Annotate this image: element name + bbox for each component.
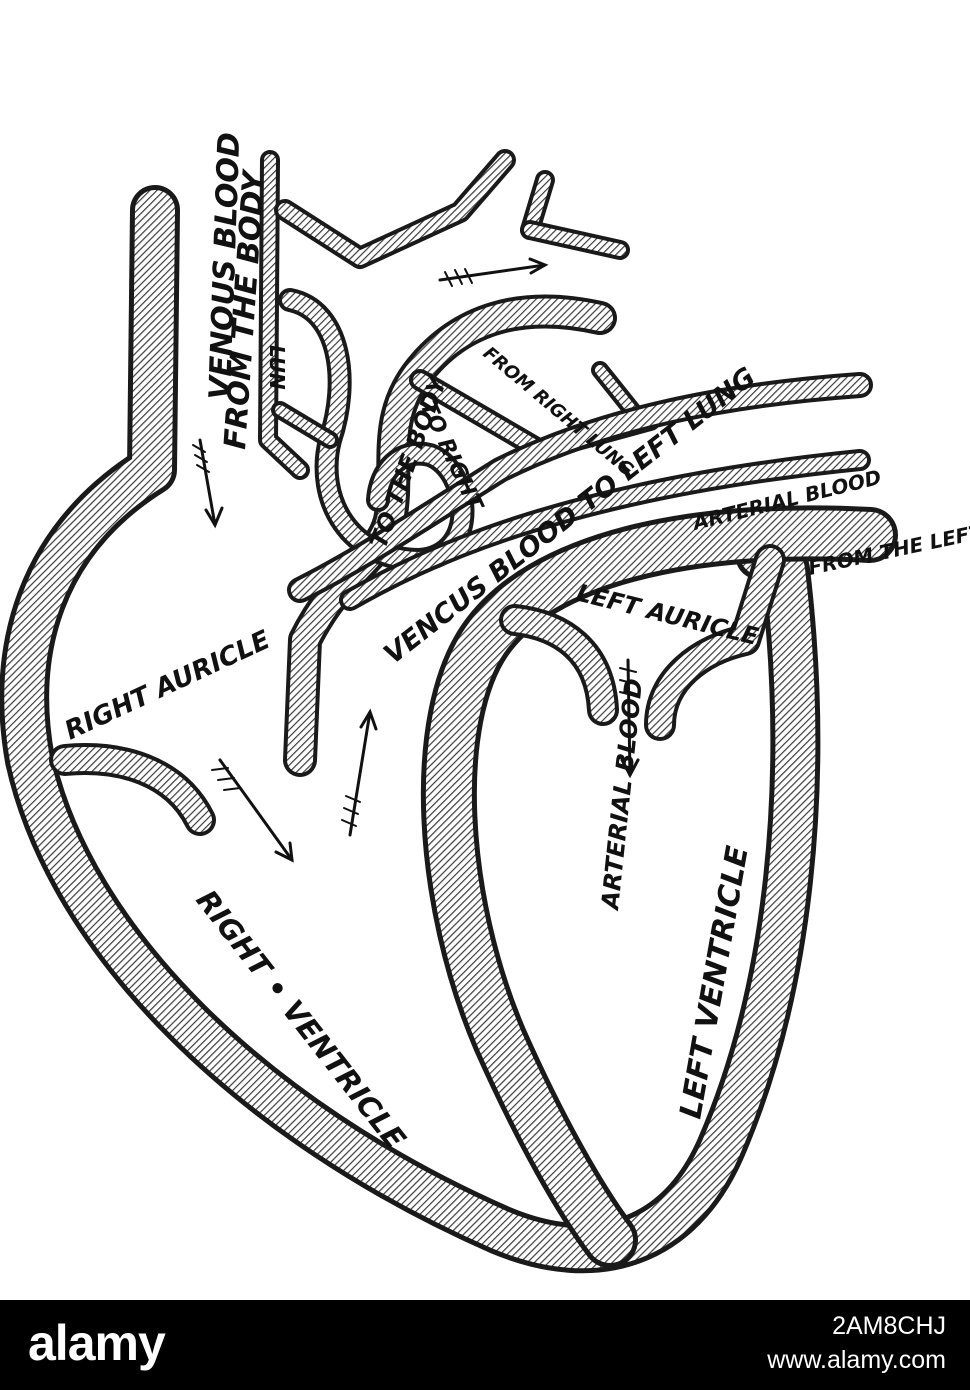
arrow-right-auricle [212, 760, 292, 860]
arrow-aorta-top [440, 259, 545, 286]
label-lung-fragment: LUN [265, 345, 289, 390]
label-left-auricle: LEFT AURICLE [574, 579, 762, 651]
watermark-bar: alamy 2AM8CHJ www.alamy.com [0, 1300, 970, 1390]
heart-diagram: VENOUS BLOOD FROM THE BODY LUN TO THE BO… [0, 0, 970, 1300]
arrow-right-ventricle-up [342, 712, 376, 835]
label-right-auricle: RIGHT AURICLE [60, 625, 275, 746]
brand-logo[interactable]: alamy [28, 1314, 165, 1372]
arrow-vena-cava [193, 440, 222, 525]
tricuspid-flap [65, 759, 200, 820]
image-id: 2AM8CHJ [832, 1312, 946, 1341]
site-url[interactable]: www.alamy.com [767, 1346, 946, 1375]
